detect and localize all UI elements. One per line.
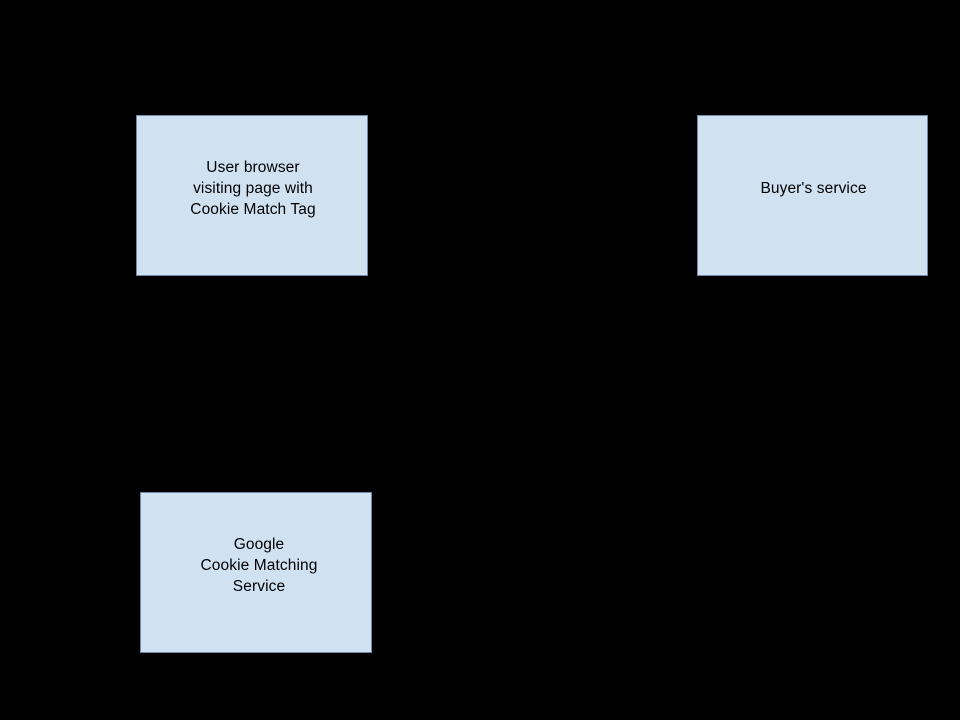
node-buyers-service-label: Buyer's service (760, 180, 867, 197)
node-google-cookie-matching-label: Google Cookie Matching Service (200, 536, 318, 595)
node-google-cookie-matching[interactable]: Google Cookie Matching Service (140, 492, 372, 653)
node-buyers-service[interactable]: Buyer's service (697, 115, 928, 276)
node-user-browser[interactable]: User browser visiting page with Cookie M… (136, 115, 368, 276)
node-user-browser-label: User browser visiting page with Cookie M… (190, 159, 316, 218)
